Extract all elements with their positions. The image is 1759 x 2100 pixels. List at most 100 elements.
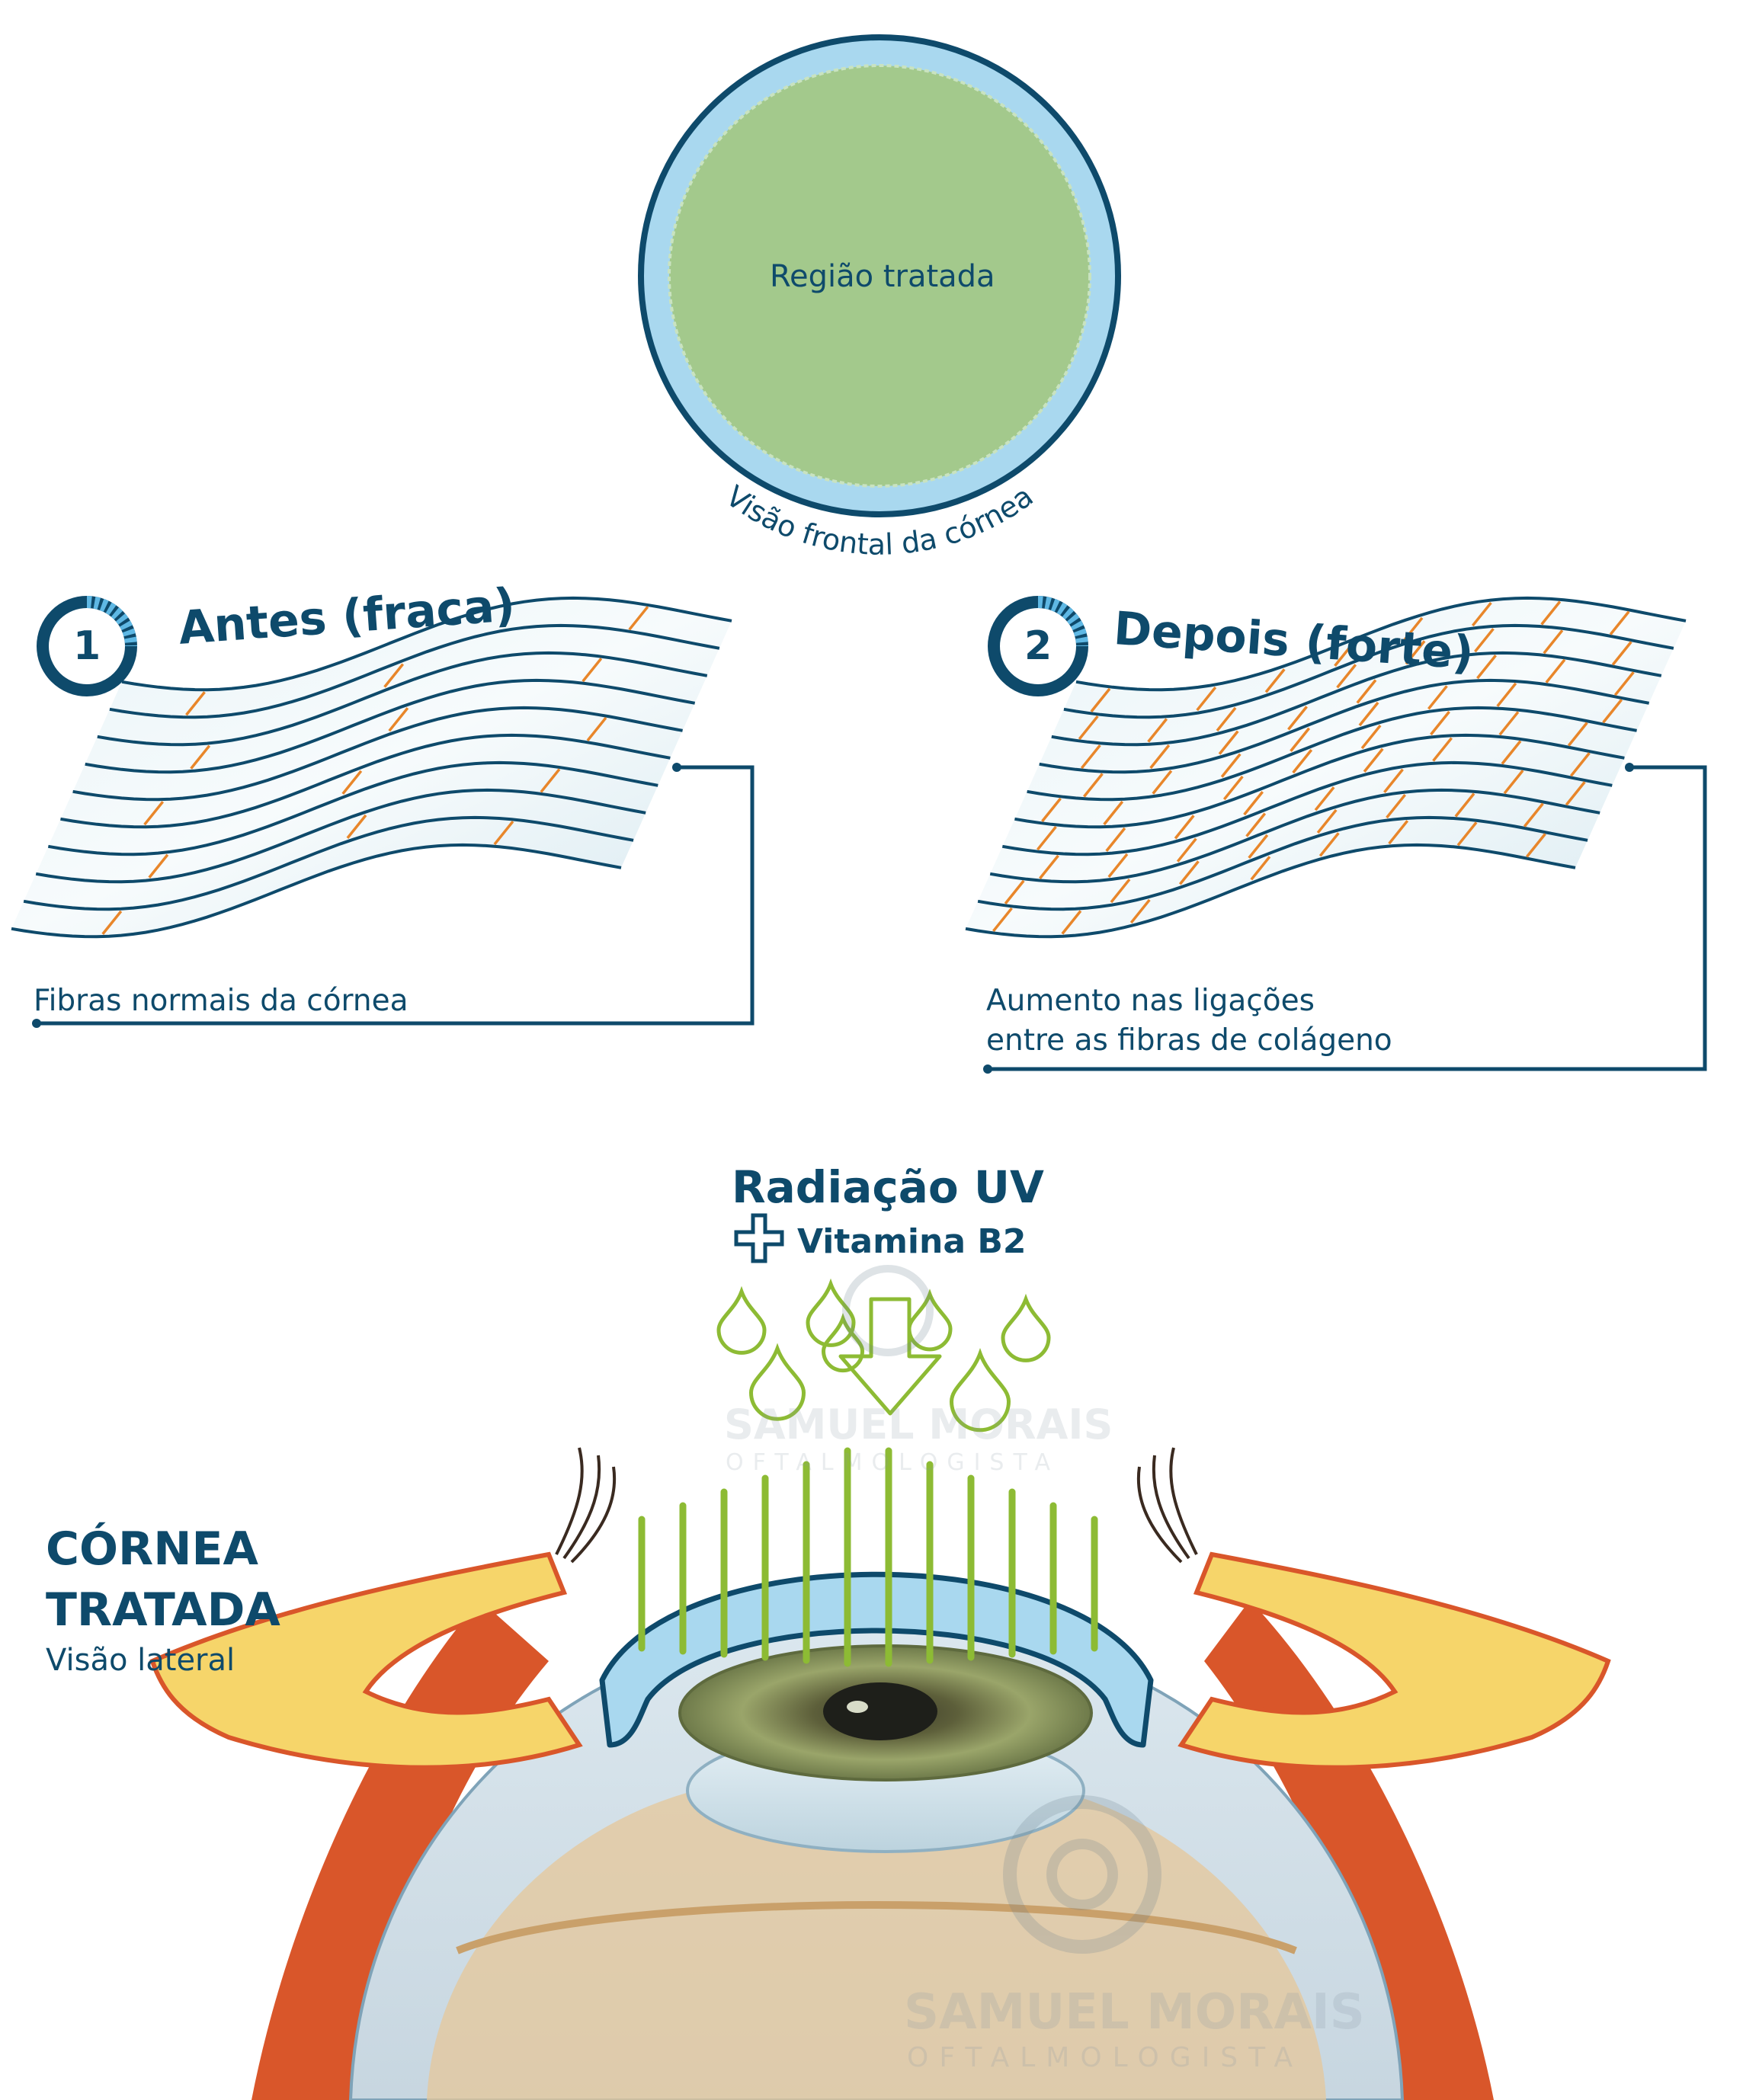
upper-lid-left xyxy=(149,1551,583,1770)
crosslink xyxy=(1358,701,1379,727)
crosslink xyxy=(143,801,165,826)
upper-lid-right xyxy=(1177,1551,1611,1770)
inner-chamber xyxy=(427,1774,1326,2100)
collagen-fiber xyxy=(1001,760,1613,856)
crosslink xyxy=(1386,793,1406,819)
crosslink xyxy=(1476,655,1497,680)
collagen-fiber xyxy=(85,678,696,774)
watermark-logo-icon xyxy=(842,1265,1161,1954)
crosslink xyxy=(1383,768,1404,793)
crosslink xyxy=(1176,837,1197,863)
crosslink xyxy=(1496,682,1517,707)
fiber-sheet-background xyxy=(11,597,732,937)
drop-icon xyxy=(1001,1293,1051,1362)
crosslink xyxy=(992,907,1013,933)
side-view-anatomy xyxy=(149,1447,1611,2100)
crosslink xyxy=(1565,781,1586,806)
collagen-fiber xyxy=(109,623,720,719)
fiber-sheet-background xyxy=(966,597,1686,937)
crosslink xyxy=(1110,878,1131,904)
pupil xyxy=(823,1682,937,1740)
crosslink xyxy=(1090,687,1111,712)
crosslink xyxy=(1264,668,1286,693)
uv-rays xyxy=(638,1447,1098,1667)
after-leader-dot xyxy=(1625,763,1634,772)
after-caption-dot xyxy=(983,1064,992,1074)
crosslink xyxy=(1526,833,1546,858)
before-caption-dot xyxy=(32,1019,41,1028)
crosslink xyxy=(1388,820,1409,845)
crosslink xyxy=(1290,727,1311,752)
collagen-fiber xyxy=(1051,651,1662,747)
crosslink xyxy=(1432,737,1453,762)
retina-band xyxy=(456,1901,1297,1954)
crosslink xyxy=(1107,853,1129,879)
drop-icon xyxy=(821,1313,865,1373)
crosslink xyxy=(101,910,123,935)
crosslink xyxy=(1316,808,1338,834)
collagen-fiber xyxy=(47,760,658,856)
crosslink xyxy=(1611,641,1632,666)
crosslink xyxy=(346,814,367,839)
crosslink xyxy=(540,768,561,793)
crosslink xyxy=(1427,685,1448,710)
crosslink xyxy=(1004,879,1025,904)
crosslink xyxy=(1540,600,1562,626)
crosslink xyxy=(1216,706,1237,732)
crosslink xyxy=(185,691,206,716)
fibers-before-sheet xyxy=(11,596,732,939)
crosslink xyxy=(586,716,607,742)
crosslink xyxy=(383,663,405,688)
vitamin-b2-drops xyxy=(716,1278,1051,1433)
crosslink xyxy=(628,606,649,631)
crosslink xyxy=(1287,706,1308,731)
collagen-fiber xyxy=(35,788,646,884)
down-arrow-icon xyxy=(838,1297,942,1416)
collagen-fiber xyxy=(1075,596,1687,692)
crosslink xyxy=(1523,802,1544,828)
crosslink xyxy=(1503,770,1524,795)
crosslink xyxy=(1602,699,1623,724)
crosslink xyxy=(1567,722,1588,747)
crosslink xyxy=(1147,718,1168,743)
collagen-fiber xyxy=(965,843,1576,939)
side-view-subtitle: Visão lateral xyxy=(46,1643,235,1678)
after-step-number: 2 xyxy=(1024,623,1053,669)
crosslink xyxy=(1220,753,1242,778)
side-view-title-line2: TRATADA xyxy=(46,1583,280,1637)
before-caption-leader xyxy=(37,765,755,1026)
collagen-fiber xyxy=(97,651,708,747)
crosslink xyxy=(1196,686,1217,712)
collagen-fiber xyxy=(60,733,671,829)
collagen-fiber xyxy=(72,706,683,802)
crosslink xyxy=(1402,616,1424,642)
crosslink xyxy=(1218,730,1239,755)
crosslink xyxy=(1498,711,1520,736)
before-caption: Fibras normais da córnea xyxy=(34,984,409,1018)
crosslink xyxy=(1103,800,1124,826)
crosslink xyxy=(1243,791,1264,816)
crosslink xyxy=(1471,601,1492,627)
crosslink xyxy=(1036,825,1057,851)
crosslink xyxy=(1250,856,1271,881)
left-eyelashes-icon xyxy=(555,1447,617,1564)
treatment-plus: + xyxy=(738,1216,739,1217)
watermark-role-top: OFTALMOLOGISTA xyxy=(726,1449,1059,1476)
treatment-line2: Vitamina B2 xyxy=(797,1222,1027,1261)
drop-icon xyxy=(748,1343,806,1421)
after-caption-line1: Aumento nas ligações xyxy=(986,984,1315,1018)
collagen-fiber xyxy=(23,815,634,911)
crosslink xyxy=(582,658,603,683)
treatment-line1: Radiação UV xyxy=(732,1161,1044,1213)
after-caption-leader xyxy=(988,765,1707,1071)
watermark-role-bottom: OFTALMOLOGISTA xyxy=(907,2042,1303,2073)
crosslink xyxy=(1248,834,1269,859)
crosslink xyxy=(1405,640,1426,665)
crosslink xyxy=(1430,710,1450,736)
treated-region xyxy=(668,64,1091,488)
after-caption-line2: entre as fibras de colágeno xyxy=(986,1023,1392,1058)
crosslink xyxy=(1061,910,1082,935)
crosslink xyxy=(1178,860,1200,885)
treated-region-label: Região tratada xyxy=(770,259,995,294)
crosslink xyxy=(1174,815,1195,840)
